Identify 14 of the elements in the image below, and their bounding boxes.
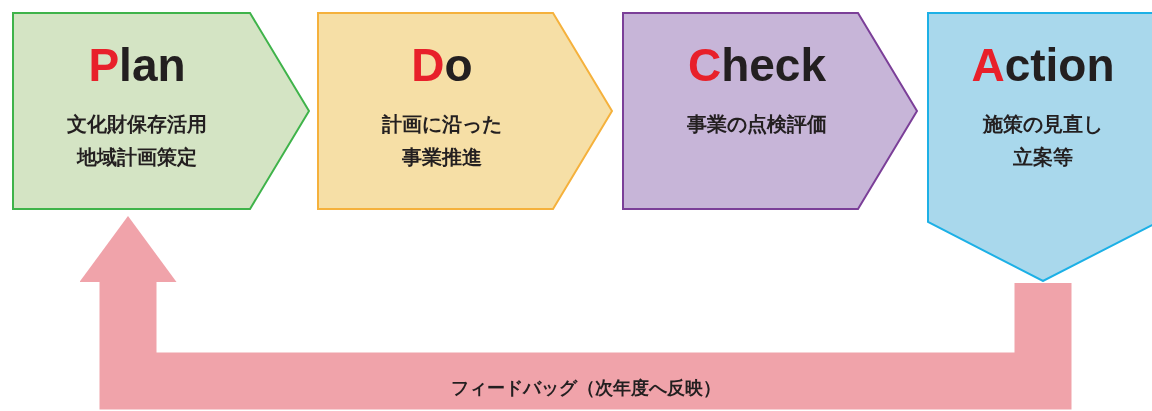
chevron-box bbox=[12, 12, 310, 210]
stage-heading: Do bbox=[411, 40, 473, 90]
chevron-box bbox=[317, 12, 613, 210]
stage-heading: Action bbox=[971, 40, 1115, 90]
stage-heading: Plan bbox=[88, 40, 186, 90]
stage-heading: Check bbox=[687, 40, 827, 90]
feedback-arrow bbox=[79, 216, 1072, 410]
stage-description: 計画に沿った事業推進 bbox=[381, 111, 503, 171]
stage-description: 施策の見直し立案等 bbox=[982, 111, 1104, 171]
edge-label: フィードバッグ（次年度へ反映） bbox=[450, 376, 721, 400]
pentagon-box bbox=[927, 12, 1152, 282]
stage-description: 文化財保存活用地域計画策定 bbox=[66, 111, 208, 171]
chevron-box bbox=[622, 12, 918, 210]
stage-description: 事業の点検評価 bbox=[686, 111, 828, 138]
